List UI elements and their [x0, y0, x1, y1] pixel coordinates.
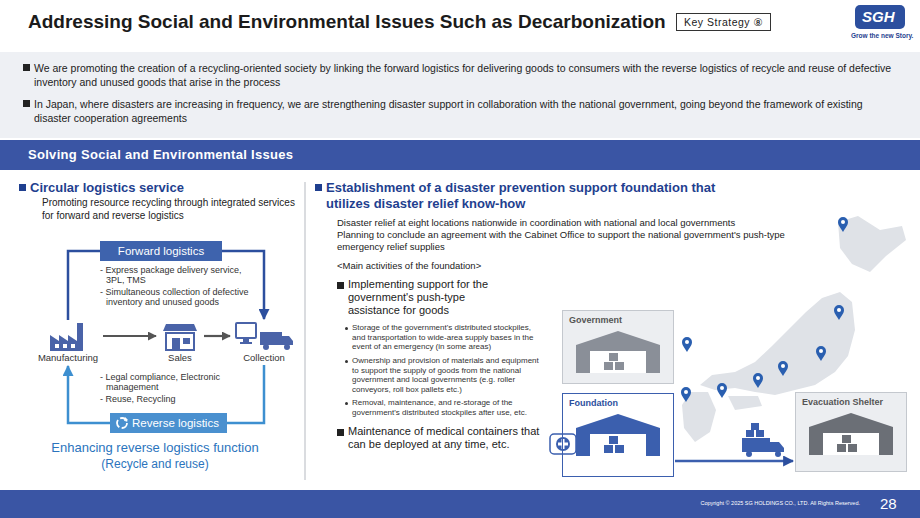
section-band: Solving Social and Environmental Issues: [0, 140, 920, 170]
foundation-warehouse: Foundation: [562, 393, 674, 477]
node-text: Forward logistics: [108, 241, 214, 261]
slide-title: Addressing Social and Environmental Issu…: [28, 11, 666, 33]
page-number: 28: [880, 495, 897, 513]
summary-bullet: We are promoting the creation of a recyc…: [34, 61, 900, 89]
map-pin: [717, 383, 727, 398]
government-warehouse: Government: [562, 310, 674, 384]
node-icon: [115, 416, 129, 430]
footer-bar: [0, 490, 920, 518]
node-icon: [796, 411, 906, 455]
activity-detail: Ownership and provision of materials and…: [352, 356, 546, 394]
logo-mark: [855, 5, 905, 29]
node-text: Sales: [158, 352, 202, 363]
section-heading: Circular logistics service: [30, 180, 295, 196]
node-icon: [35, 320, 101, 352]
flow-arrow: [68, 251, 100, 320]
service-item: - Express package delivery service, 3PL,…: [100, 265, 255, 286]
subheading: <Main activities of the foundation>: [337, 260, 637, 271]
map-pin: [816, 346, 826, 361]
node-icon: [563, 412, 673, 456]
flow-arrow: [204, 335, 230, 337]
activity-detail: Storage of the government's distributed …: [352, 323, 546, 352]
activity-item: Implementing support for the government'…: [348, 278, 518, 318]
summary-bullet: In Japan, where disasters are increasing…: [34, 97, 900, 125]
section-text: Disaster relief at eight locations natio…: [337, 217, 817, 229]
section-heading: Establishment of a disaster prevention s…: [326, 180, 746, 211]
node-icon: [158, 320, 202, 352]
truck-icon: [742, 423, 784, 457]
evacuation-shelter: Evacuation Shelter: [795, 392, 907, 472]
logo-letters: SGH: [862, 8, 895, 26]
sales-icon: Sales: [158, 320, 202, 365]
activity-detail: Removal, maintenance, and re-storage of …: [352, 398, 546, 417]
service-item: - Legal compliance, Electronic managemen…: [100, 372, 255, 393]
node-text: Foundation: [563, 398, 673, 408]
medical-container-icon: [550, 434, 576, 454]
flow-arrow: [675, 460, 793, 463]
map-pin: [753, 373, 763, 388]
emphasis-text: Enhancing reverse logistics function: [20, 440, 290, 456]
strategy-badge: Key Strategy ⑧: [676, 13, 771, 31]
node-text: Solving Social and Environmental Issues: [28, 140, 920, 170]
flow-arrow: [222, 251, 264, 319]
map-pin: [834, 305, 844, 320]
node-text: Collection: [232, 352, 296, 363]
node-text: Key Strategy ⑧: [684, 16, 763, 28]
service-item: - Reuse, Recycling: [100, 394, 255, 404]
section-text: Promoting resource recycling through int…: [42, 197, 297, 222]
activity-item: Maintenance of medical containers that c…: [348, 425, 548, 451]
node-text: Reverse logistics: [132, 413, 219, 433]
location-pins: [681, 217, 848, 402]
node-icon: [232, 320, 296, 352]
service-item: - Simultaneous collection of defective i…: [100, 287, 255, 308]
reverse-logistics-box: Reverse logistics: [110, 413, 227, 433]
collection-icon: Collection: [232, 320, 296, 365]
map-pin: [838, 217, 848, 232]
map-pin: [681, 387, 691, 402]
node-text: Evacuation Shelter: [796, 397, 906, 407]
forward-logistics-box: Forward logistics: [100, 241, 222, 261]
copyright-note: Copyright © 2025 SG HOLDINGS CO., LTD. A…: [640, 500, 860, 507]
map-pin: [682, 337, 692, 352]
flow-arrow: [103, 335, 156, 337]
node-icon: [563, 329, 673, 373]
column-divider: [305, 182, 306, 480]
emphasis-text: (Recycle and reuse): [20, 457, 290, 471]
flow-arrow: [227, 365, 264, 423]
logo-tagline: Grow the new Story.: [851, 32, 913, 40]
manufacturing-icon: Manufacturing: [35, 320, 101, 365]
section-text: Planning to conclude an agreement with t…: [337, 229, 817, 253]
summary-ground: [0, 52, 920, 138]
node-text: Government: [563, 315, 673, 325]
node-text: Manufacturing: [35, 352, 101, 363]
map-pin: [778, 361, 788, 376]
